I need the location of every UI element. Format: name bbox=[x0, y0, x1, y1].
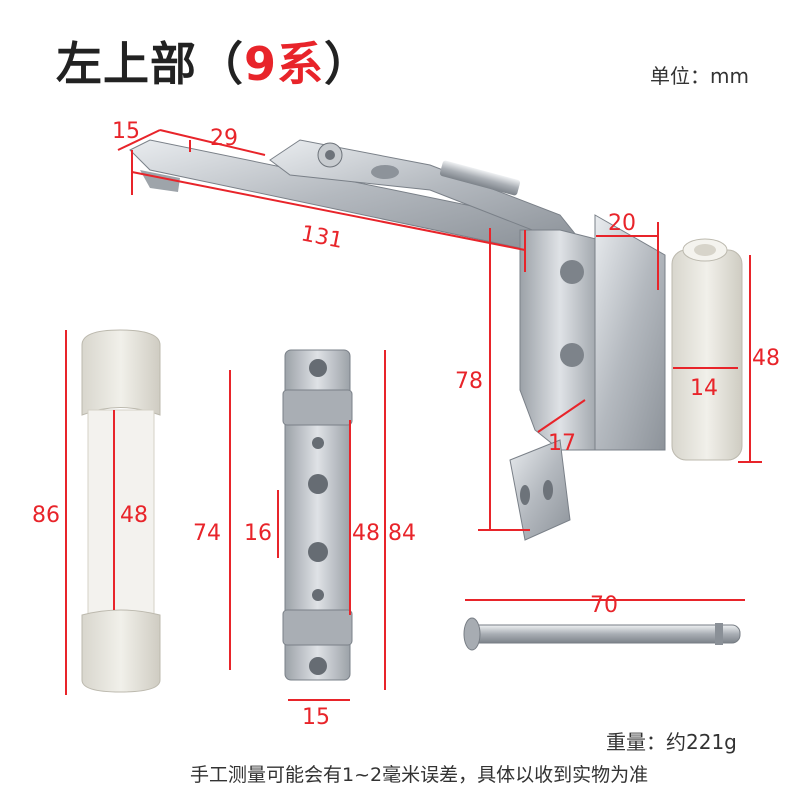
page-title: 左上部（9系） bbox=[56, 28, 371, 94]
weight-label: 重量：约221g bbox=[606, 730, 737, 754]
dim-16: 16 bbox=[244, 521, 272, 546]
dim-15-bottom: 15 bbox=[302, 705, 330, 730]
hinge-plate bbox=[282, 349, 353, 681]
measurement-error-note: 手工测量可能会有1~2毫米误差，具体以收到实物为准 bbox=[190, 764, 649, 786]
dim-17: 17 bbox=[548, 431, 576, 456]
hinge-pin bbox=[463, 617, 741, 651]
title-series: 9系 bbox=[244, 37, 325, 91]
dim-29: 29 bbox=[210, 126, 238, 151]
dim-48-right: 48 bbox=[752, 346, 780, 371]
dim-48-cover: 48 bbox=[120, 503, 148, 528]
dim-86: 86 bbox=[32, 503, 60, 528]
dim-131: 131 bbox=[299, 221, 345, 254]
dim-84: 84 bbox=[388, 521, 416, 546]
dim-78: 78 bbox=[455, 369, 483, 394]
title-main: 左上部（ bbox=[56, 37, 244, 91]
hinge-assembly bbox=[129, 139, 743, 541]
dim-70: 70 bbox=[590, 593, 618, 618]
plastic-cover bbox=[81, 329, 161, 693]
dimension-lines bbox=[65, 129, 762, 701]
dim-20: 20 bbox=[608, 211, 636, 236]
dim-14: 14 bbox=[690, 376, 718, 401]
dim-15-top: 15 bbox=[112, 119, 140, 144]
title-close: ） bbox=[324, 37, 372, 91]
unit-label: 单位：mm bbox=[650, 64, 749, 88]
dim-74: 74 bbox=[193, 521, 221, 546]
dim-48-plate: 48 bbox=[352, 521, 380, 546]
